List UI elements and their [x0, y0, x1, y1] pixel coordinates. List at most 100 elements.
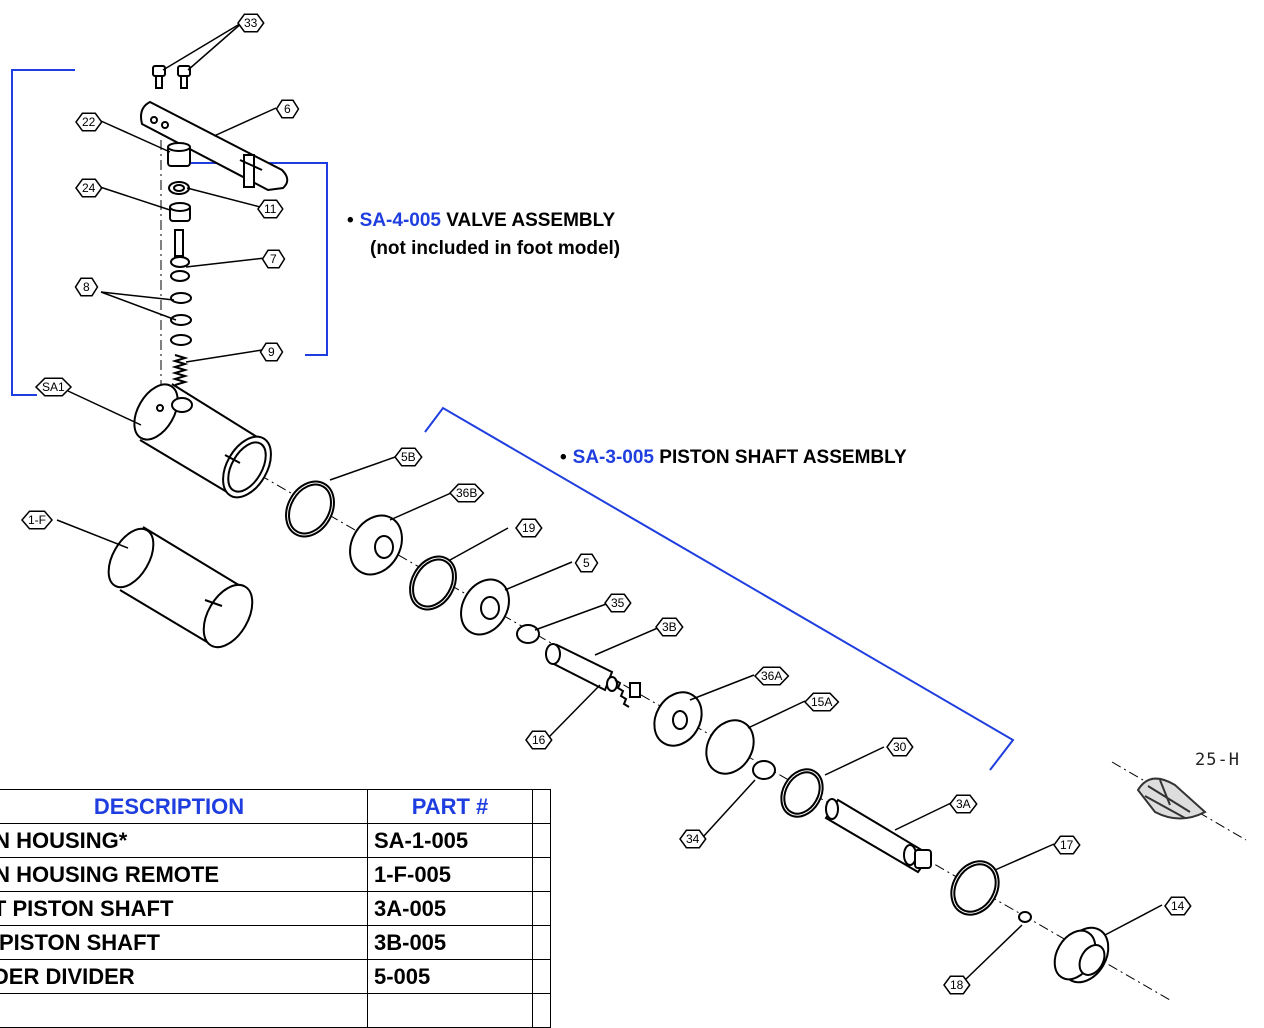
- callout-9: 9: [268, 345, 275, 359]
- description-cell: NT PISTON SHAFT: [0, 891, 368, 926]
- callout-30: 30: [893, 740, 907, 754]
- extra-cell: [532, 891, 551, 926]
- piston-assembly-title: PISTON SHAFT ASSEMBLY: [659, 447, 907, 468]
- callout-19-bubble: [515, 518, 543, 538]
- part-number-cell: [367, 993, 533, 1028]
- piston-assembly-parts: [285, 480, 1110, 984]
- table-row: R PISTON SHAFT 3B-005: [0, 925, 551, 960]
- callout-33-bubble: [237, 13, 265, 33]
- extra-cell: [532, 993, 551, 1028]
- extra-cell: [532, 925, 551, 960]
- callout-6-bubble: [275, 99, 300, 119]
- valve-assembly-note: (not included in foot model): [370, 238, 621, 259]
- callout-24-bubble: [75, 178, 103, 198]
- callout-17: 17: [1060, 838, 1074, 852]
- valve-assembly-title: VALVE ASSEMBLY: [446, 210, 616, 231]
- callout-16: 16: [532, 733, 546, 747]
- callout-34: 34: [686, 832, 700, 846]
- callout-18-bubble: [943, 975, 971, 995]
- callout-19: 19: [522, 521, 536, 535]
- callout-3b-bubble: [655, 617, 684, 637]
- callout-34-bubble: [679, 829, 707, 849]
- callout-16-bubble: [525, 730, 553, 750]
- callout-5b: 5B: [401, 450, 416, 464]
- part-number-cell: SA-1-005: [367, 823, 533, 858]
- callout-5: 5: [583, 556, 590, 570]
- part-number-cell: 3B-005: [367, 925, 533, 960]
- extra-cell: [532, 959, 551, 994]
- side-axis-line: [1111, 761, 1247, 841]
- part-33-screws: [152, 65, 191, 89]
- description-cell: ON HOUSING REMOTE: [0, 857, 368, 892]
- callout-33: 33: [244, 16, 258, 30]
- description-cell: ON HOUSING*: [0, 823, 368, 858]
- extra-cell: [532, 823, 551, 858]
- extra-column-header: [532, 789, 551, 824]
- table-row: NDER DIVIDER 5-005: [0, 959, 551, 994]
- callout-6: 6: [284, 102, 291, 116]
- table-row: [0, 993, 551, 1028]
- annotation-bullet: •: [560, 447, 567, 468]
- part-number-cell: 1-F-005: [367, 857, 533, 892]
- callout-22-bubble: [75, 112, 103, 132]
- callout-35-bubble: [604, 593, 632, 613]
- callout-36b-bubble: [448, 483, 485, 503]
- valve-assembly-code: SA-4-005: [359, 210, 441, 231]
- callout-3b: 3B: [662, 620, 677, 634]
- callout-18: 18: [950, 978, 964, 992]
- leader-lines: [56, 21, 1163, 981]
- callout-11: 11: [264, 202, 277, 216]
- piston-assembly-code: SA-3-005: [572, 447, 654, 468]
- callout-8: 8: [83, 280, 90, 294]
- callout-24: 24: [82, 181, 96, 195]
- piston-assembly-annotation: •SA-3-005 PISTON SHAFT ASSEMBLY: [560, 447, 907, 469]
- callout-36b: 36B: [456, 486, 477, 500]
- callout-14-bubble: [1164, 896, 1192, 916]
- description-cell: NDER DIVIDER: [0, 959, 368, 994]
- callout-14: 14: [1171, 899, 1185, 913]
- callout-36a: 36A: [761, 669, 782, 683]
- callout-5b-bubble: [394, 447, 423, 467]
- piston-assembly-bracket: [424, 406, 1015, 771]
- part-25h-label: 25-H: [1195, 750, 1240, 770]
- part-25h-filter: [1136, 777, 1207, 820]
- table-row: ON HOUSING* SA-1-005: [0, 823, 551, 858]
- part-sa1-cylinder-housing: [133, 383, 272, 499]
- callout-5-bubble: [574, 553, 599, 573]
- valve-assembly-left-bracket: [11, 69, 75, 396]
- callout-35: 35: [611, 596, 625, 610]
- table-row: ON HOUSING REMOTE 1-F-005: [0, 857, 551, 892]
- description-cell: [0, 993, 368, 1028]
- callout-36a-bubble: [753, 666, 790, 686]
- callout-9-bubble: [259, 342, 284, 362]
- callout-8-bubble: [74, 277, 99, 297]
- callout-sa1: SA1: [42, 380, 65, 394]
- callout-1f: 1-F: [28, 513, 46, 527]
- part-number-cell: 5-005: [367, 959, 533, 994]
- callout-sa1-bubble: [34, 377, 73, 397]
- description-cell: R PISTON SHAFT: [0, 925, 368, 960]
- callout-11-bubble: [257, 199, 284, 219]
- part-1f-remote-cylinder: [107, 526, 254, 649]
- table-row: NT PISTON SHAFT 3A-005: [0, 891, 551, 926]
- part-number-header: PART #: [367, 789, 533, 824]
- valve-assembly-annotation: •SA-4-005 VALVE ASSEMBLY: [347, 210, 615, 232]
- part-6-handle-lever: [140, 100, 289, 192]
- extra-cell: [532, 857, 551, 892]
- callout-7: 7: [270, 252, 277, 266]
- part-number-cell: 3A-005: [367, 891, 533, 926]
- callout-1f-bubble: [21, 510, 53, 530]
- exploded-parts-diagram: 33 6 22 24 11 7 8 9 SA1 5B 36B 19 5 35 3…: [11, 13, 1247, 1001]
- callout-30-bubble: [886, 737, 914, 757]
- parts-table-header: DESCRIPTION PART #: [0, 789, 551, 824]
- valve-stack-parts: [167, 142, 192, 386]
- callout-7-bubble: [261, 249, 286, 269]
- callout-3a: 3A: [956, 797, 971, 811]
- callout-3a-bubble: [949, 794, 978, 814]
- annotation-bullet: •: [347, 210, 354, 231]
- callout-labels: 33 6 22 24 11 7 8 9 SA1 5B 36B 19 5 35 3…: [28, 16, 1185, 992]
- parts-table: DESCRIPTION PART # ON HOUSING* SA-1-005 …: [0, 789, 551, 1028]
- callout-22: 22: [82, 115, 96, 129]
- description-header: DESCRIPTION: [0, 789, 368, 824]
- callout-15a-bubble: [803, 692, 840, 712]
